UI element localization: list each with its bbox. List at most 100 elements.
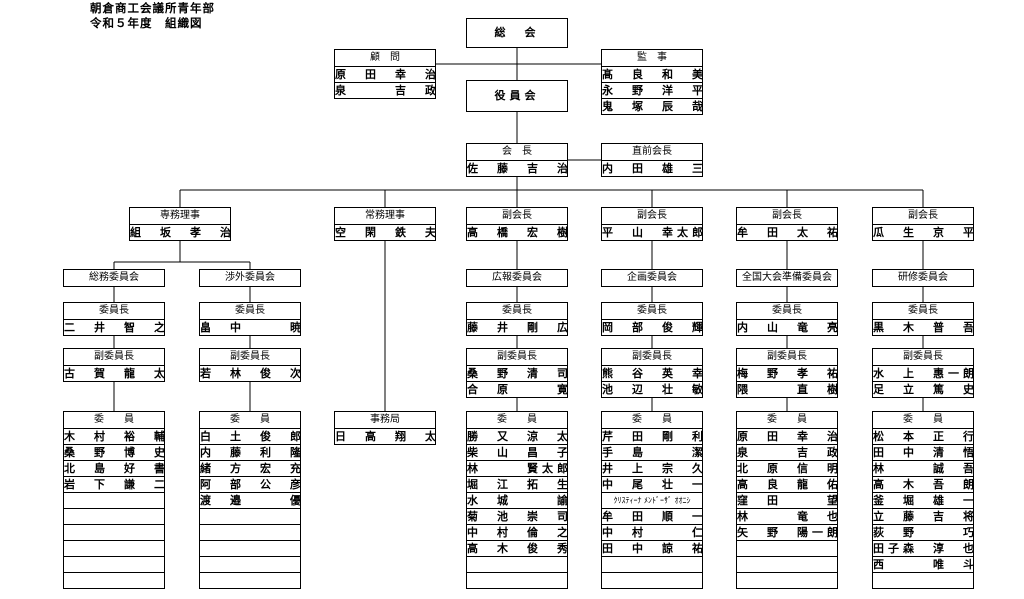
committee-vice-box: 副委員長熊 谷 英 幸池 辺 壮 敏 [601, 348, 703, 398]
member-name: 勝 又 涼 太 [467, 428, 567, 443]
committee-chair-box: 委員長二 井 智 之 [63, 302, 165, 336]
committee-vice-box: 副委員長桑 野 清 司合 原 寛 [466, 348, 568, 398]
role-title: 副会長 [772, 210, 802, 221]
member-name: 立 藤 吉 将 [873, 508, 973, 523]
member-name: 永 野 洋 平 [602, 82, 702, 97]
committee-chair-box: 委員長岡 部 俊 輝 [601, 302, 703, 336]
member-name: 内 田 雄 三 [602, 160, 702, 175]
committee-members-box: 委 員白 土 俊 郎内 藤 利 隆緒 方 宏 充阿 部 公 彦渡 邉 優 [199, 411, 301, 589]
member-name: 菊 池 崇 司 [467, 508, 567, 523]
member-name [64, 556, 164, 572]
member-name: 岡 部 俊 輝 [602, 319, 702, 334]
member-name: 合 原 寛 [467, 381, 567, 396]
role-title: 副委員長 [903, 351, 943, 362]
committee-vice-box: 副委員長若 林 俊 次 [199, 348, 301, 382]
member-name: 隈 直 樹 [737, 381, 837, 396]
member-name: 内 山 竜 亮 [737, 319, 837, 334]
role-title: 委員長 [99, 305, 129, 316]
member-name: 足 立 篤 史 [873, 381, 973, 396]
member-name: 桑 野 博 史 [64, 444, 164, 459]
member-name: 畠 中 暁 [200, 319, 300, 334]
committee-name: 広報委員会 [466, 269, 568, 287]
role-title: 委員長 [235, 305, 265, 316]
member-name: ｸﾘｽﾃｨｰﾅ ﾒﾝﾄﾞｰｻﾞ ｵｵﾆｼ [602, 492, 702, 508]
member-name [64, 508, 164, 524]
role-title: 副委員長 [94, 351, 134, 362]
member-name: 水 上 惠一朗 [873, 365, 973, 380]
role-title: 委 員 [94, 414, 134, 425]
committee-chair-box: 委員長黒 木 普 吾 [872, 302, 974, 336]
committee-name: 総務委員会 [63, 269, 165, 287]
member-name [200, 572, 300, 588]
committee-chair-box: 委員長藤 井 剛 広 [466, 302, 568, 336]
member-name: 高 木 吾 朗 [873, 476, 973, 491]
member-name: 黒 木 普 吾 [873, 319, 973, 334]
member-name [200, 508, 300, 524]
member-name: 髙 良 和 美 [602, 66, 702, 81]
officer-box: 常務理事空 閑 鉄 夫 [334, 207, 436, 241]
member-name: 林 竜 也 [737, 508, 837, 523]
officer-box: 副会長平 山 幸太郎 [601, 207, 703, 241]
committee-name: 研修委員会 [872, 269, 974, 287]
role-title: 副会長 [637, 210, 667, 221]
member-name: 牟 田 太 祐 [737, 224, 837, 239]
role-title: 委 員 [497, 414, 537, 425]
member-name [200, 556, 300, 572]
role-title: 委 員 [767, 414, 807, 425]
member-name [737, 540, 837, 556]
member-name: 緒 方 宏 充 [200, 460, 300, 475]
member-name: 若 林 俊 次 [200, 365, 300, 380]
role-title: 委 員 [632, 414, 672, 425]
role-title: 事務局 [370, 414, 400, 425]
advisor-box: 顧 問原 田 幸 治泉 吉 政 [334, 49, 436, 99]
member-name [64, 524, 164, 540]
member-name [64, 492, 164, 508]
role-title: 委員長 [772, 305, 802, 316]
member-name: 平 山 幸太郎 [602, 224, 702, 239]
member-name: 北 原 信 明 [737, 460, 837, 475]
member-name: 池 辺 壮 敏 [602, 381, 702, 396]
committee-members-box: 委 員木 村 裕 輔桑 野 博 史北 島 好 書岩 下 謙 二 [63, 411, 165, 589]
officer-box: 副会長瓜 生 京 平 [872, 207, 974, 241]
member-name: 西 唯 斗 [873, 556, 973, 571]
member-name: 泉 吉 政 [335, 82, 435, 97]
member-name: 釜 堀 雄 一 [873, 492, 973, 507]
member-name: 熊 谷 英 幸 [602, 365, 702, 380]
committee-members-box: 委 員松 本 正 行田 中 清 悟林 誠 吾高 木 吾 朗釜 堀 雄 一立 藤 … [872, 411, 974, 589]
member-name: 原 田 幸 治 [335, 66, 435, 81]
officer-box: 副会長高 橋 宏 樹 [466, 207, 568, 241]
member-name: 田 中 清 悟 [873, 444, 973, 459]
member-name [200, 524, 300, 540]
committee-vice-box: 副委員長梅 野 孝 祐隈 直 樹 [736, 348, 838, 398]
role-title: 顧 問 [370, 52, 400, 63]
organization-name: 朝倉商工会議所青年部 [90, 1, 215, 15]
member-name [64, 540, 164, 556]
member-name: 田 中 諒 祐 [602, 540, 702, 555]
member-name: 荻 野 巧 [873, 524, 973, 539]
past-chair-box: 直前会長内 田 雄 三 [601, 143, 703, 177]
committee-chair-box: 委員長畠 中 暁 [199, 302, 301, 336]
role-title: 委員長 [637, 305, 667, 316]
member-name [467, 572, 567, 588]
officer-box: 専務理事組 坂 孝 治 [129, 207, 231, 241]
role-title: 副会長 [502, 210, 532, 221]
chair-box: 会 長佐 藤 吉 治 [466, 143, 568, 177]
officer-box: 副会長牟 田 太 祐 [736, 207, 838, 241]
role-title: 直前会長 [632, 146, 672, 157]
member-name: 渡 邉 優 [200, 492, 300, 507]
role-title: 会 長 [502, 146, 532, 157]
role-title: 常務理事 [365, 210, 405, 221]
role-title: 委員長 [502, 305, 532, 316]
member-name: 内 藤 利 隆 [200, 444, 300, 459]
committee-vice-box: 副委員長水 上 惠一朗足 立 篤 史 [872, 348, 974, 398]
member-name: 鬼 塚 辰 哉 [602, 98, 702, 113]
committee-chair-box: 委員長内 山 竜 亮 [736, 302, 838, 336]
role-title: 委員長 [908, 305, 938, 316]
role-title: 監 事 [637, 52, 667, 63]
committee-members-box: 委 員勝 又 涼 太柴 山 昌 子林 賢太郎堀 江 拓 生水 城 諭菊 池 崇 … [466, 411, 568, 589]
role-title: 副委員長 [230, 351, 270, 362]
role-title: 副委員長 [497, 351, 537, 362]
